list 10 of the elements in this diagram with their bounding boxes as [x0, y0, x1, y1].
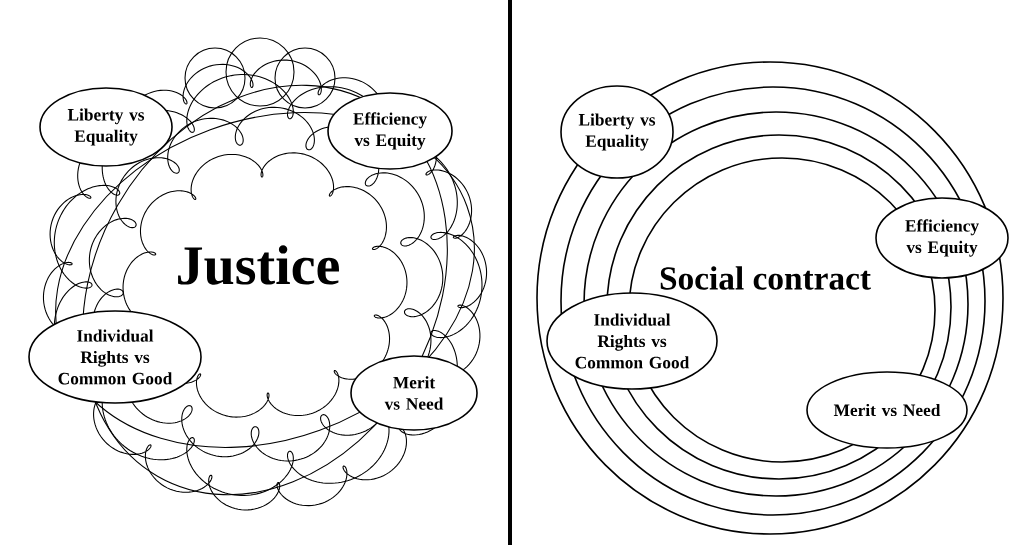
oval-label: Liberty vs Equality	[39, 87, 173, 167]
oval-label: Efficiency vs Equity	[875, 197, 1009, 279]
title-text: Justice	[172, 242, 344, 288]
oval-label: Individual Rights vs Common Good	[546, 292, 718, 390]
oval-label: Individual Rights vs Common Good	[28, 310, 202, 404]
oval-label: Liberty vs Equality	[560, 85, 674, 179]
oval-label: Merit vs Need	[806, 371, 968, 449]
oval-label: Efficiency vs Equity	[327, 92, 453, 170]
oval-label: Merit vs Need	[350, 355, 478, 431]
title-text: Social contract	[660, 266, 871, 290]
